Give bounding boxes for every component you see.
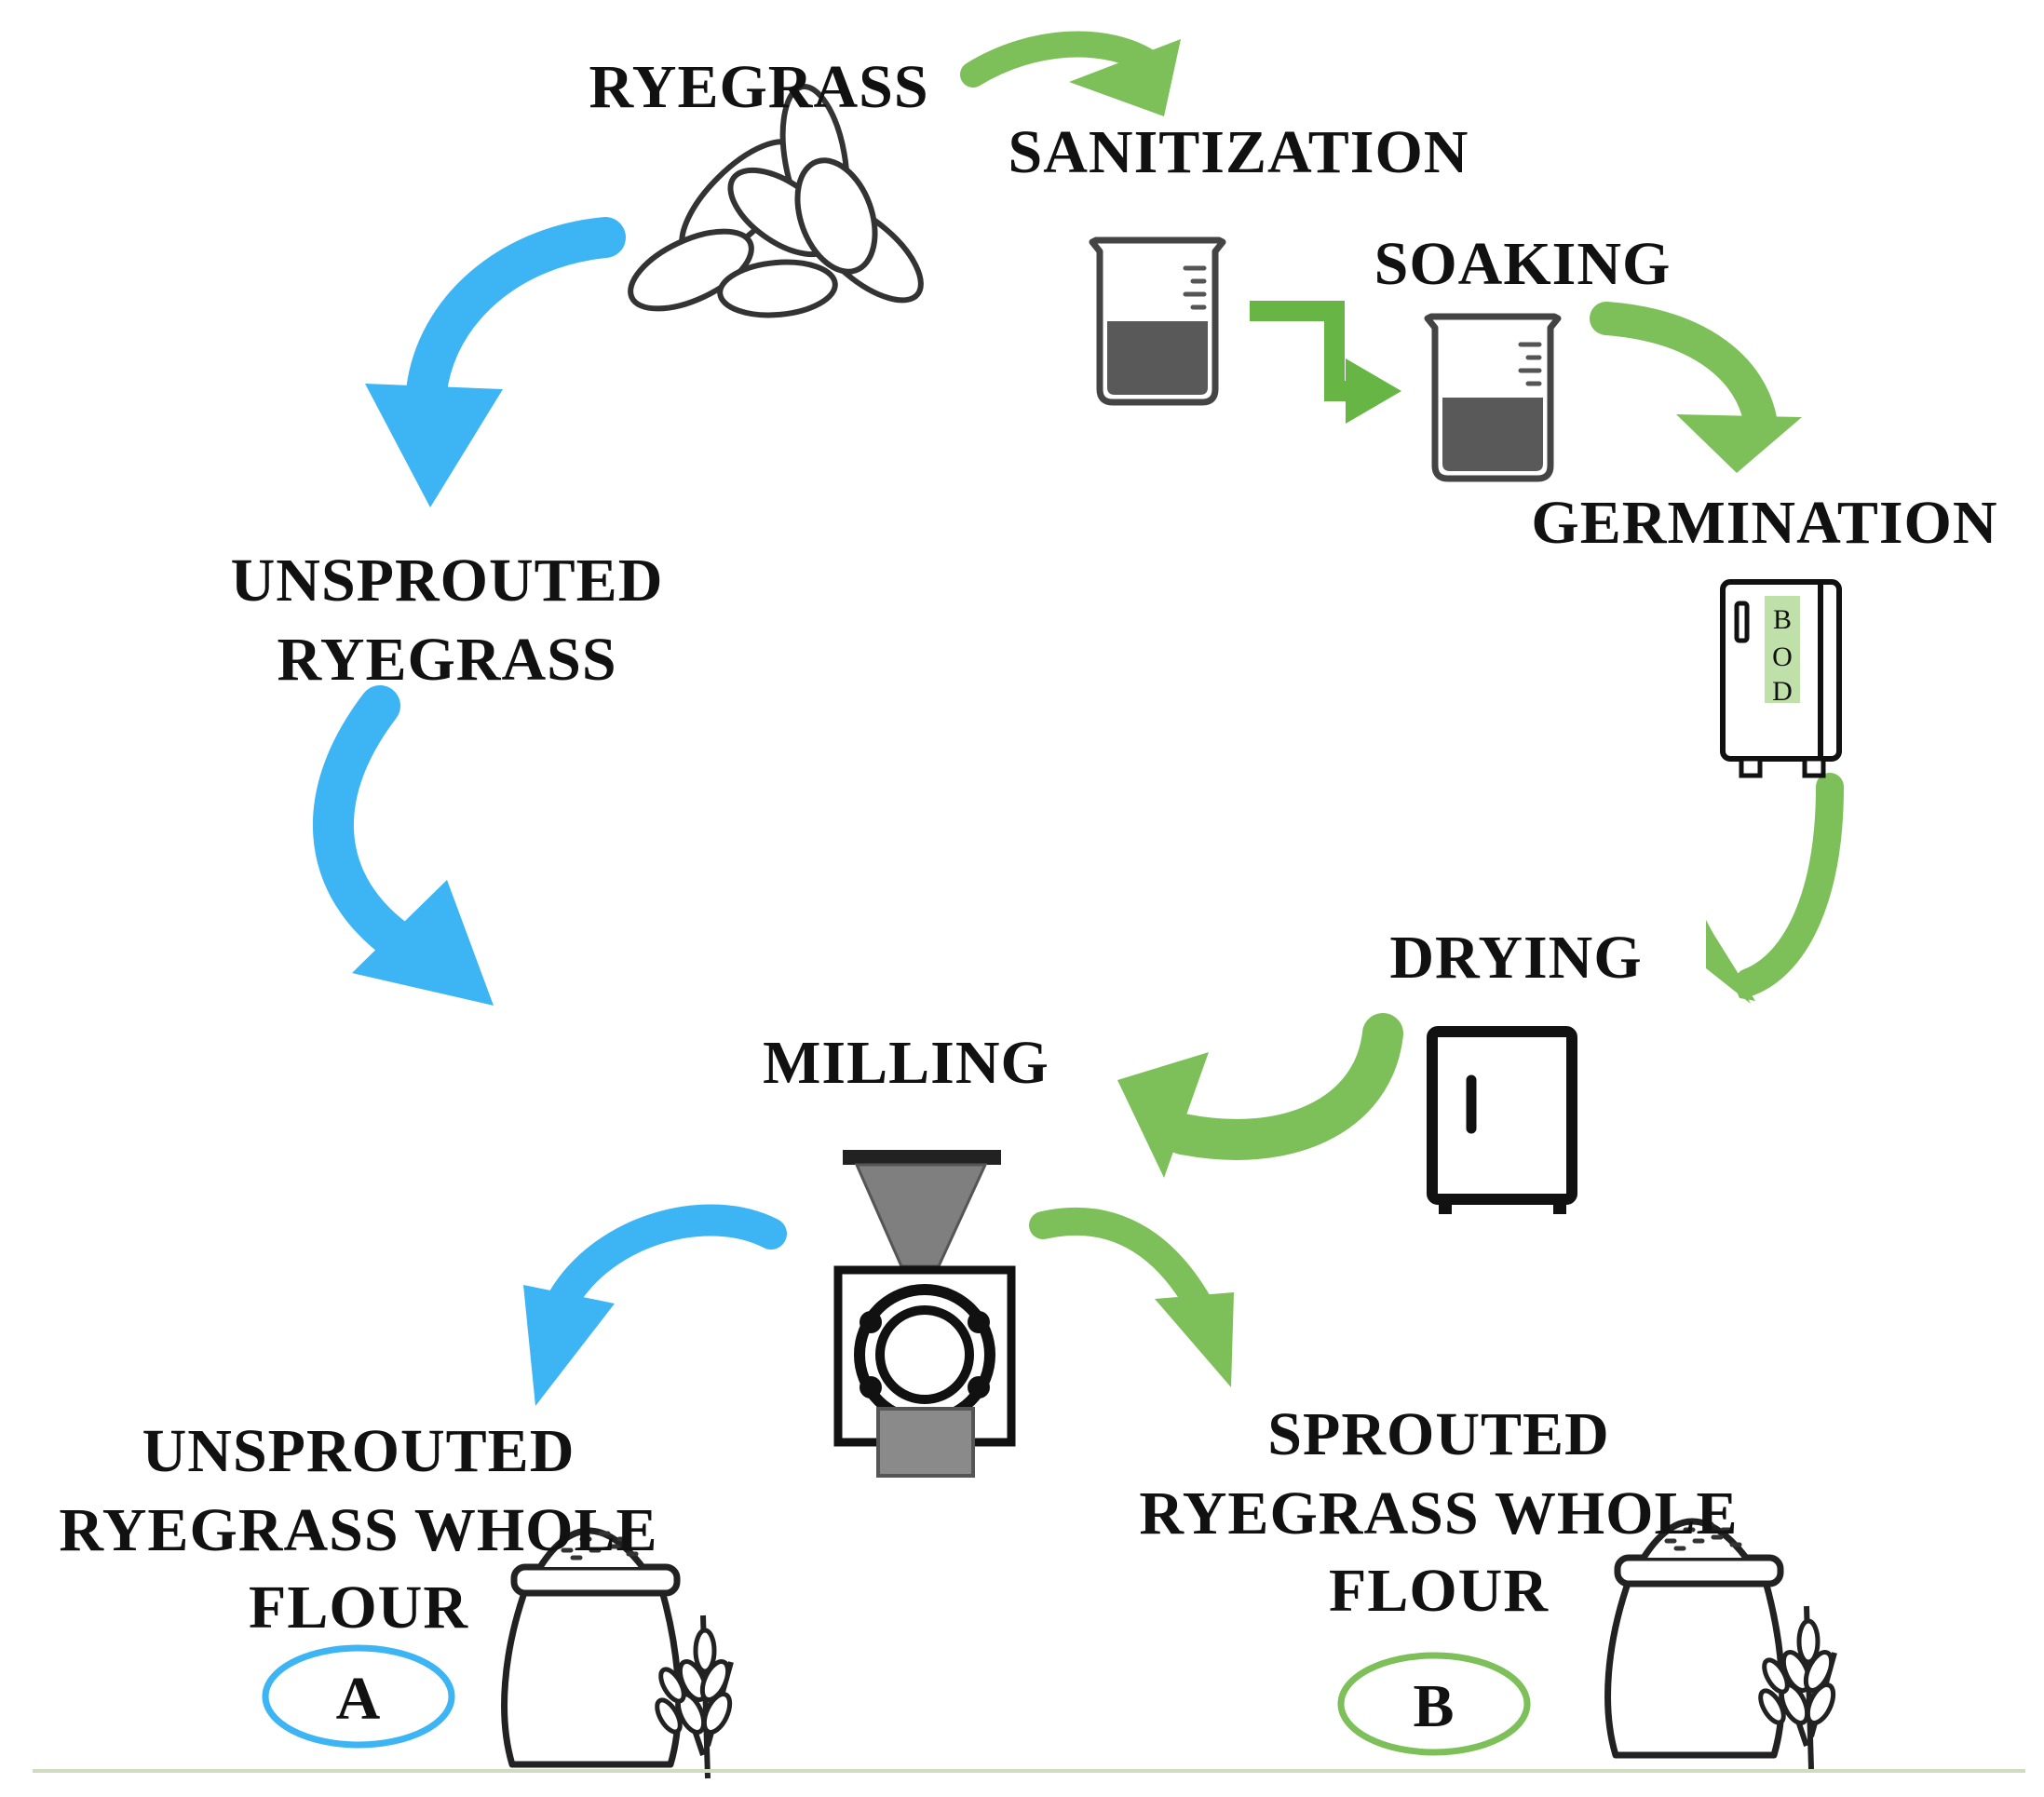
bod-letter-b: B [1773, 604, 1792, 635]
label-drying: DRYING [1389, 924, 1642, 992]
label-germination: GERMINATION [1531, 489, 1997, 557]
arrow-unsprouted-to-milling [312, 685, 494, 1006]
bod-letter-o: O [1772, 642, 1793, 672]
badge-b: B [1337, 1652, 1531, 1756]
badge-a-letter: A [336, 1665, 382, 1733]
arrow-ryegrass-to-unsprouted [365, 217, 626, 507]
dryer-cabinet-icon [1427, 1026, 1577, 1214]
label-ryegrass: RYEGRASS [589, 53, 928, 121]
arrow-ryegrass-to-sanitization [960, 31, 1181, 116]
arrow-sanitization-to-soaking [1250, 301, 1401, 424]
label-soaking: SOAKING [1374, 230, 1672, 298]
label-flour-b-line1: SPROUTED [1267, 1400, 1609, 1468]
label-flour-b-line2: RYEGRASS WHOLE [1139, 1479, 1738, 1547]
label-flour-a-line3: FLOUR [249, 1574, 468, 1642]
flour-sack-with-wheat-icon-b [1608, 1521, 1839, 1769]
arrow-milling-to-flour-b [1029, 1208, 1234, 1387]
bod-incubator-icon: B O D [1720, 579, 1842, 778]
arrow-soaking-to-germination [1590, 302, 1802, 473]
beaker-icon-sanitization [1092, 240, 1223, 402]
label-sanitization: SANITIZATION [1008, 118, 1469, 186]
label-unsprouted-ryegrass-line2: RYEGRASS [277, 626, 616, 694]
arrow-drying-to-milling [1117, 1013, 1403, 1178]
label-flour-a-line2: RYEGRASS WHOLE [59, 1496, 657, 1564]
arrow-germination-to-drying [1706, 773, 1844, 1004]
label-flour-a-line1: UNSPROUTED [142, 1417, 575, 1485]
seeds-icon [628, 83, 924, 318]
arrow-milling-to-flour-a [523, 1204, 787, 1406]
mill-icon [833, 1150, 1016, 1478]
flour-sack-with-wheat-icon-a [505, 1531, 736, 1778]
label-flour-b-line3: FLOUR [1329, 1557, 1549, 1625]
beaker-icon-soaking [1428, 317, 1558, 479]
label-milling: MILLING [763, 1029, 1049, 1097]
badge-a: A [262, 1644, 455, 1749]
bod-letter-d: D [1772, 676, 1793, 707]
badge-b-letter: B [1413, 1672, 1455, 1740]
label-unsprouted-ryegrass-line1: UNSPROUTED [231, 547, 664, 615]
